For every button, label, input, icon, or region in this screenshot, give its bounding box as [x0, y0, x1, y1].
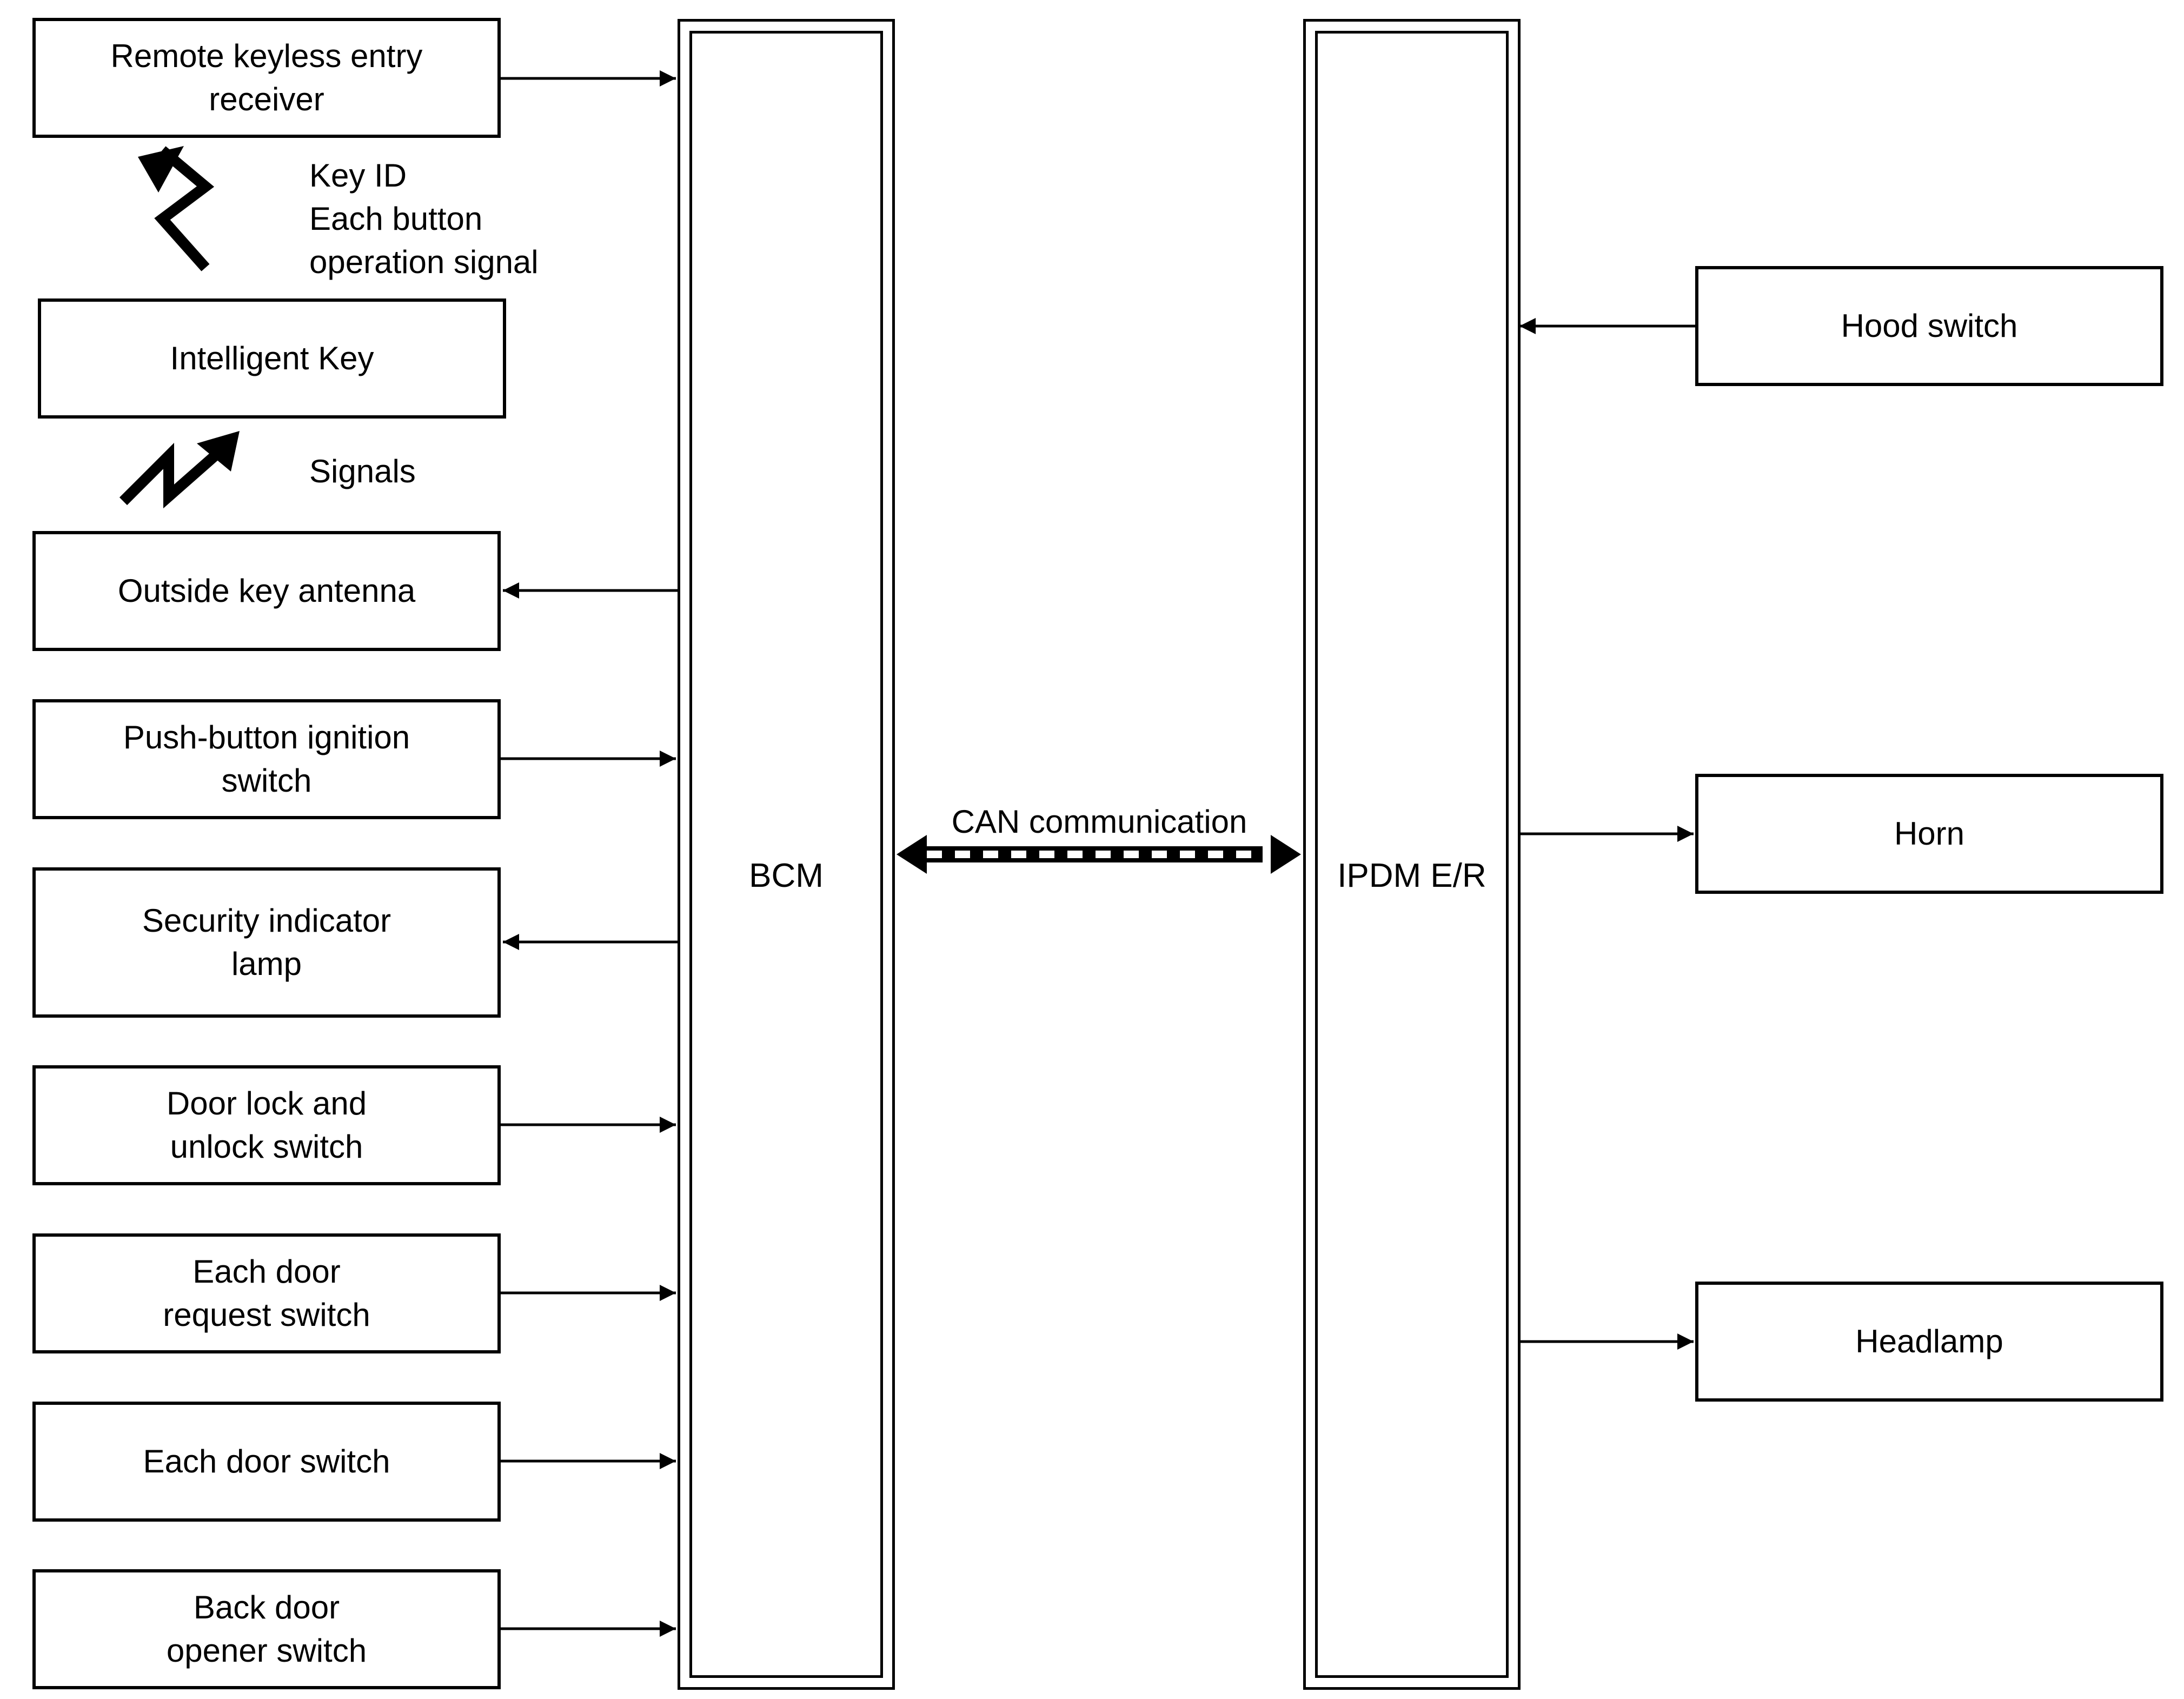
intelligent-key-label: Intelligent Key [170, 340, 374, 376]
security-indicator-lamp-box: Security indicator lamp [32, 867, 501, 1018]
wireless-key-id-icon [138, 146, 215, 271]
key-id-signal-label: Key ID Each button operation signal [309, 157, 539, 280]
headlamp-box: Headlamp [1695, 1282, 2163, 1402]
push-button-ignition-switch-box: Push-button ignition switch [32, 699, 501, 819]
can-communication-label: CAN communication [951, 804, 1247, 840]
horn-box: Horn [1695, 774, 2163, 894]
hood-switch-box: Hood switch [1695, 266, 2163, 386]
back-door-opener-switch-box: Back door opener switch [32, 1569, 501, 1689]
outside-key-antenna-box: Outside key antenna [32, 531, 501, 651]
door-lock-unlock-switch-label: Door lock and unlock switch [166, 1085, 367, 1165]
ipdm-module: IPDM E/R [1303, 19, 1521, 1690]
headlamp-label: Headlamp [1855, 1323, 2003, 1359]
hood-switch-label: Hood switch [1841, 308, 2018, 344]
push-button-ignition-switch-label: Push-button ignition switch [123, 719, 410, 799]
outside-key-antenna-label: Outside key antenna [117, 573, 416, 609]
each-door-switch-label: Each door switch [143, 1443, 390, 1479]
each-door-switch-box: Each door switch [32, 1402, 501, 1522]
security-indicator-lamp-label: Security indicator lamp [142, 902, 391, 982]
can-bus-line [897, 835, 1301, 874]
remote-keyless-entry-receiver-label: Remote keyless entry receiver [110, 38, 423, 117]
door-lock-unlock-switch-box: Door lock and unlock switch [32, 1065, 501, 1185]
horn-label: Horn [1894, 815, 1965, 852]
signals-label: Signals [309, 453, 416, 489]
ipdm-module-inner-border [1315, 31, 1509, 1678]
intelligent-key-box: Intelligent Key [38, 298, 506, 419]
bcm-module-inner-border [689, 31, 883, 1678]
ipdm-label: IPDM E/R [1337, 857, 1486, 894]
bcm-module: BCM [678, 19, 895, 1690]
wireless-signals-icon [119, 431, 240, 509]
back-door-opener-switch-label: Back door opener switch [166, 1589, 367, 1669]
each-door-request-switch-box: Each door request switch [32, 1233, 501, 1353]
remote-keyless-entry-receiver-box: Remote keyless entry receiver [32, 18, 501, 138]
bcm-label: BCM [749, 857, 824, 894]
each-door-request-switch-label: Each door request switch [163, 1253, 370, 1333]
